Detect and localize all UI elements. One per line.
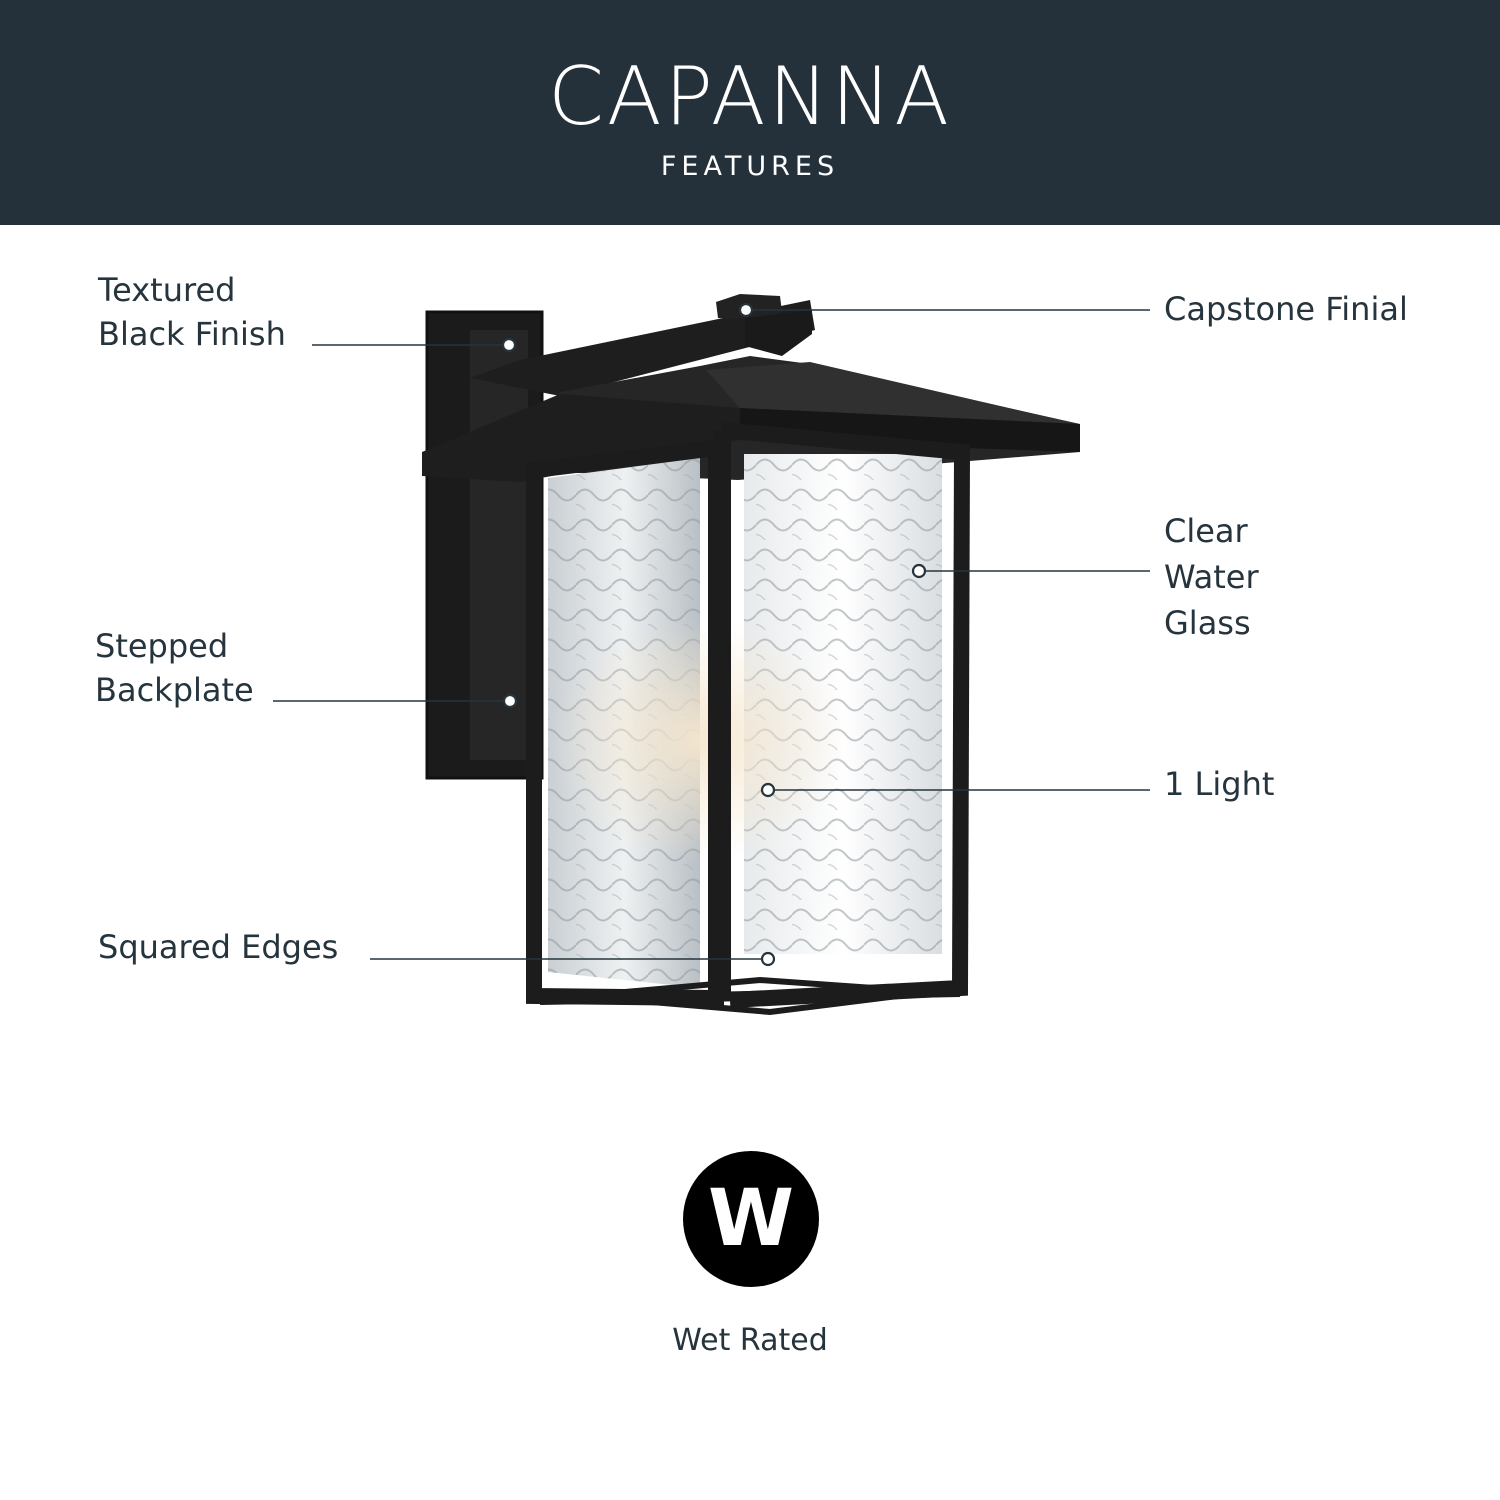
lantern-frame bbox=[526, 422, 971, 1016]
dot-stepped-backplate bbox=[502, 693, 518, 709]
callout-light-line1: 1 Light bbox=[1164, 765, 1275, 803]
wet-rated-badge-icon: W bbox=[683, 1151, 819, 1287]
callout-textured-black-finish: Textured Black Finish bbox=[98, 268, 286, 356]
callout-textured-line2: Black Finish bbox=[98, 315, 286, 353]
callout-glass-line2: Water bbox=[1164, 558, 1259, 596]
callout-edges-line1: Squared Edges bbox=[98, 928, 339, 966]
dot-capstone-finial bbox=[738, 302, 754, 318]
wet-rated-label: Wet Rated bbox=[672, 1323, 828, 1358]
dot-squared-edges bbox=[760, 951, 776, 967]
dot-water-glass bbox=[911, 563, 927, 579]
brand-title: CAPANNA bbox=[548, 50, 952, 143]
callout-glass-line3: Glass bbox=[1164, 604, 1251, 642]
callout-glass-line1: Clear bbox=[1164, 512, 1248, 550]
callout-clear-water-glass: Clear Water Glass bbox=[1164, 508, 1259, 646]
dot-textured-finish bbox=[501, 337, 517, 353]
callout-capstone-line1: Capstone Finial bbox=[1164, 290, 1408, 328]
callout-squared-edges: Squared Edges bbox=[98, 925, 338, 969]
callout-textured-line1: Textured bbox=[98, 271, 236, 309]
water-glass-panels bbox=[548, 454, 942, 988]
callout-backplate-line1: Stepped bbox=[95, 627, 229, 665]
dot-one-light bbox=[760, 782, 776, 798]
callout-backplate-line2: Backplate bbox=[95, 671, 254, 709]
callout-capstone-finial: Capstone Finial bbox=[1164, 287, 1408, 331]
callout-stepped-backplate: Stepped Backplate bbox=[95, 624, 254, 712]
page-subtitle: FEATURES bbox=[660, 151, 840, 182]
mounting-arm bbox=[470, 300, 815, 396]
badge-letter: W bbox=[707, 1174, 795, 1264]
header-band: CAPANNA FEATURES bbox=[0, 0, 1500, 225]
callout-one-light: 1 Light bbox=[1164, 762, 1274, 806]
leader-lines bbox=[273, 302, 1150, 967]
